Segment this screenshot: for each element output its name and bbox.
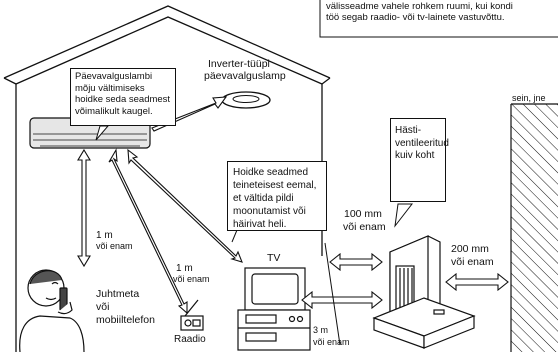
distance-3-sub: või enam	[313, 337, 350, 347]
arrow-outdoor-wall	[445, 272, 509, 292]
arrow-house-outdoor	[329, 252, 383, 272]
inverter-lamp-label-line1: Inverter-tüüpi	[208, 58, 270, 70]
wall	[510, 103, 558, 352]
phone-label-line1: Juhtmeta	[96, 288, 140, 300]
arrow-tv-outdoor	[301, 290, 383, 310]
distance-4-value: 100 mm	[344, 208, 382, 220]
person-on-phone-icon	[19, 269, 85, 352]
inverter-lamp-icon	[221, 91, 271, 109]
arrow-unit-radio	[108, 148, 188, 315]
phone-label-line3: mobiiltelefon	[96, 314, 155, 326]
lamp-effect-callout: Päevavalguslambi mõju vältimiseks hoidke…	[70, 68, 176, 126]
top-note-box	[319, 0, 558, 38]
distance-2-value: 1 m	[176, 263, 193, 274]
radio-label: Raadio	[174, 334, 206, 345]
distance-5-value: 200 mm	[451, 243, 489, 255]
distance-4-sub: või enam	[343, 221, 386, 233]
inverter-lamp-label-line2: päevavalguslamp	[204, 70, 286, 82]
top-note-line1: välisseadme vahele rohkem ruumi, kui kon…	[326, 1, 513, 12]
arrow-unit-tv	[127, 148, 243, 263]
arrow-unit-phone	[77, 148, 91, 268]
distance-5-sub: või enam	[451, 256, 494, 268]
wall-label: sein, jne	[512, 93, 546, 103]
phone-label-line2: või	[96, 301, 110, 313]
distance-1-value: 1 m	[96, 230, 113, 241]
distance-3-value: 3 m	[313, 325, 329, 335]
top-note-line2: töö segab raadio- või tv-lainete vastuvõ…	[326, 12, 505, 23]
tv-label: TV	[267, 252, 281, 264]
ventilation-callout: Hästi-ventileeritud kuiv koht	[390, 118, 449, 202]
outdoor-unit	[372, 235, 476, 349]
separation-callout: Hoidke seadmed teineteisest eemal, et vä…	[227, 161, 327, 231]
tv-set	[237, 267, 311, 351]
distance-1-sub: või enam	[96, 241, 133, 251]
distance-2-sub: või enam	[173, 274, 210, 284]
